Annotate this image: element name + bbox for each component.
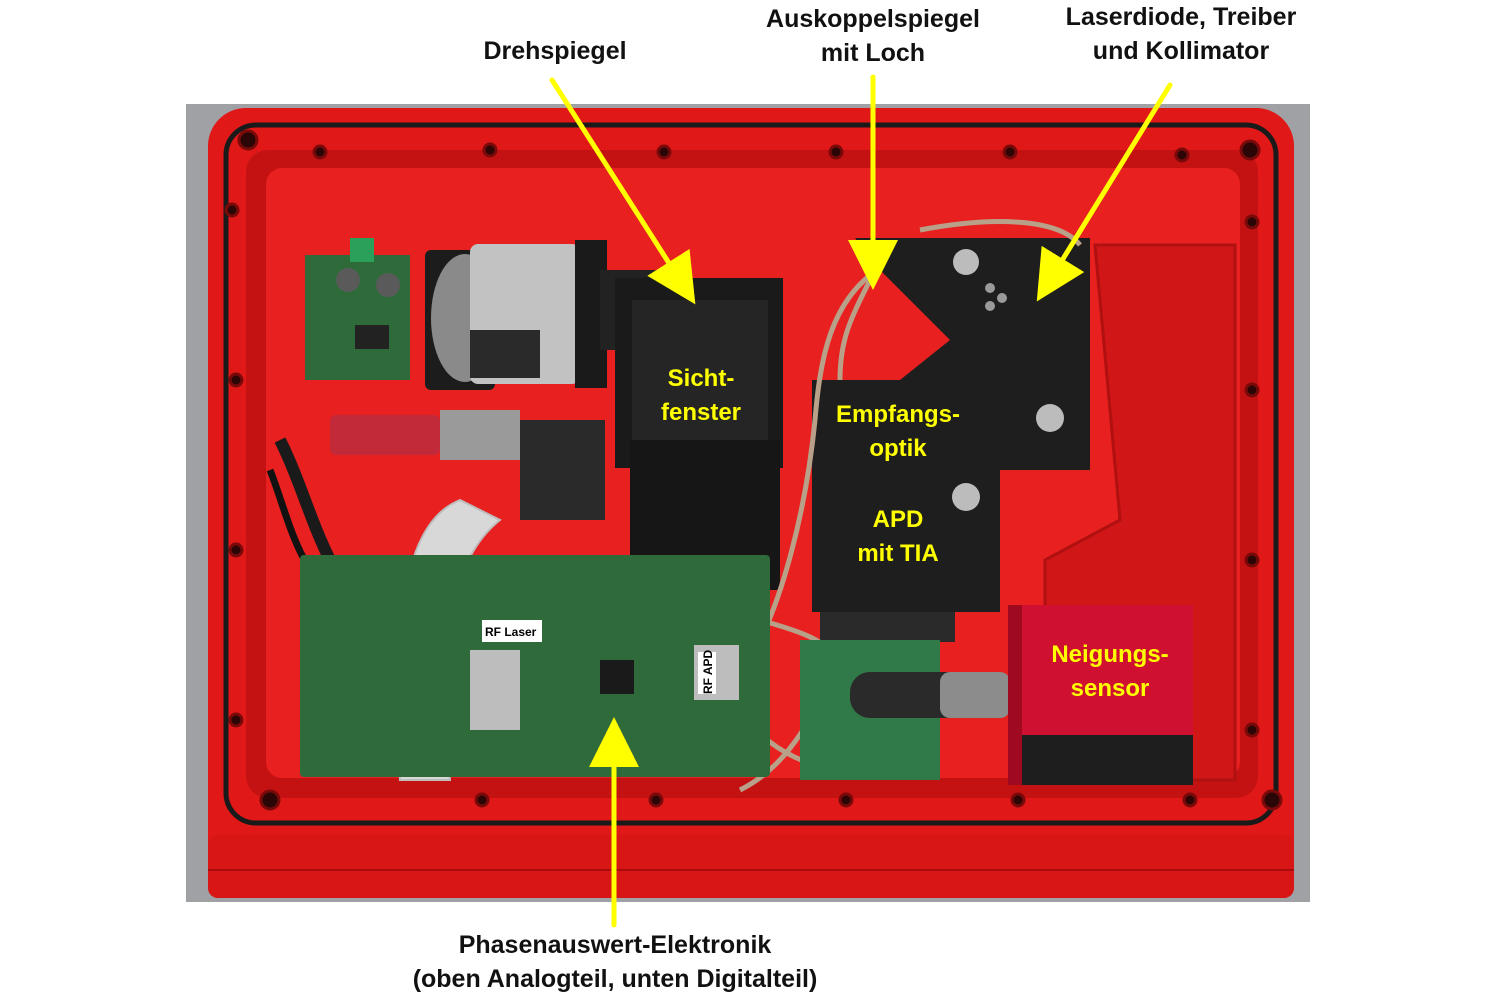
label-laserdiode-line2: und Kollimator: [1092, 37, 1270, 65]
label-sichtfenster-line2: fenster: [660, 399, 742, 426]
label-sichtfenster-line1: Sicht-: [667, 365, 735, 392]
motor-driver-pcb: [305, 238, 410, 380]
label-empfangsoptik-line2: optik: [869, 435, 927, 462]
label-apd-line1: APD: [872, 506, 924, 533]
housing-screws: [224, 129, 1283, 811]
arrow-laserdiode: [1036, 82, 1173, 302]
tilt-sensor: [1008, 605, 1193, 785]
lower-digital-pcb: [800, 640, 1010, 780]
phase-evaluation-pcb: RF Laser RF APD: [300, 555, 770, 777]
label-empfangsoptik-line1: Empfangs-: [835, 401, 960, 428]
label-auskoppelspiegel-line2: mit Loch: [820, 39, 926, 67]
label-phasenauswert: Phasenauswert-Elektronik (oben Analogtei…: [360, 928, 870, 996]
optics-block: [812, 238, 1090, 642]
label-auskoppelspiegel: Auskoppelspiegel mit Loch: [740, 2, 1006, 70]
connectors-cluster: [266, 410, 605, 614]
label-drehspiegel-line1: Drehspiegel: [483, 37, 627, 65]
label-apd: APD mit TIA: [808, 503, 988, 571]
rotating-mirror-motor: [425, 240, 660, 390]
label-drehspiegel: Drehspiegel: [445, 34, 665, 68]
label-neigungssensor-line1: Neigungs-: [1051, 641, 1169, 668]
label-neigungssensor: Neigungs- sensor: [1020, 638, 1200, 706]
label-empfangsoptik: Empfangs- optik: [808, 398, 988, 466]
rf-apd-marking: RF APD: [701, 649, 715, 694]
label-phasenauswert-line2: (oben Analogteil, unten Digitalteil): [412, 965, 818, 993]
label-sichtfenster: Sicht- fenster: [636, 362, 766, 430]
label-auskoppelspiegel-line1: Auskoppelspiegel: [766, 5, 980, 33]
label-neigungssensor-line2: sensor: [1070, 675, 1150, 702]
rf-laser-marking: RF Laser: [485, 625, 537, 639]
window-frame: [615, 278, 783, 590]
label-laserdiode: Laserdiode, Treiber und Kollimator: [1036, 0, 1326, 68]
label-laserdiode-line1: Laserdiode, Treiber: [1065, 3, 1297, 31]
annotation-arrows: [549, 74, 1173, 928]
arrow-drehspiegel: [549, 77, 696, 305]
label-apd-line2: mit TIA: [857, 540, 939, 567]
label-phasenauswert-line1: Phasenauswert-Elektronik: [458, 931, 772, 959]
